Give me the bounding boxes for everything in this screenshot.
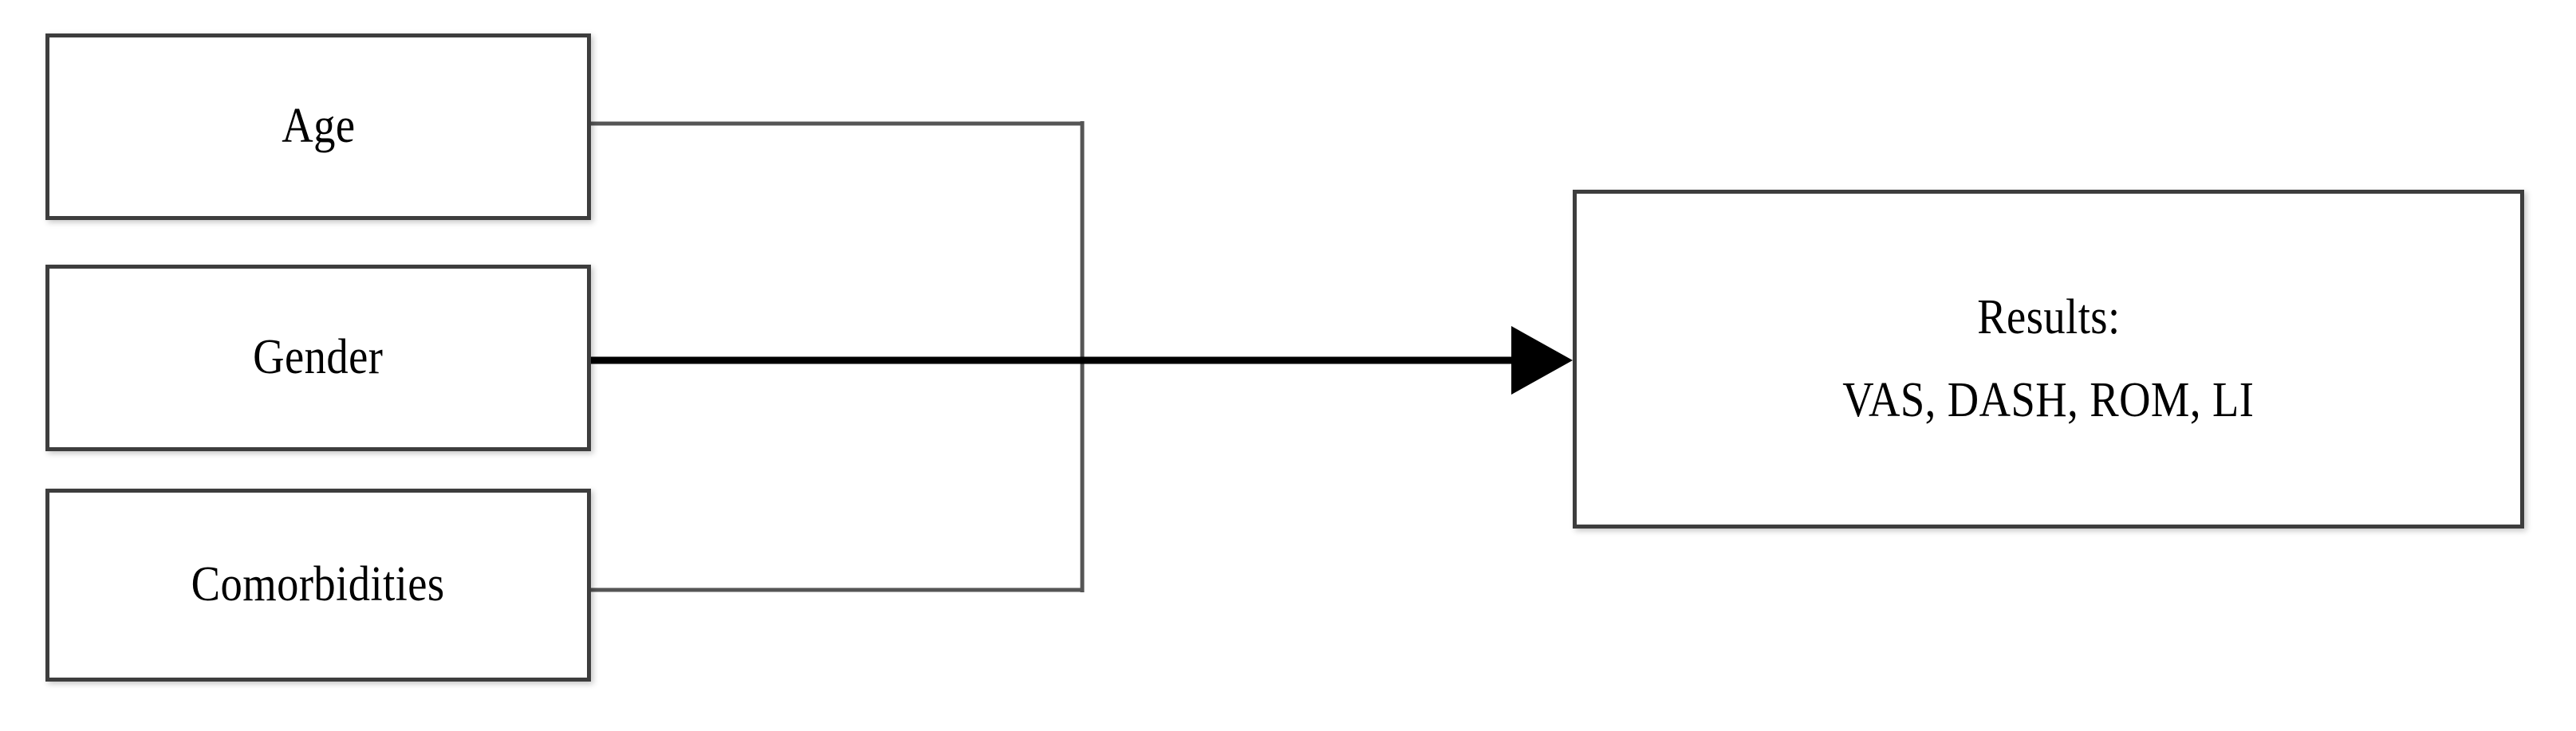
node-gender[interactable]: Gender: [45, 265, 591, 451]
node-comorbidities[interactable]: Comorbidities: [45, 489, 591, 682]
node-age[interactable]: Age: [45, 33, 591, 220]
results-title: Results:: [1976, 290, 2121, 345]
node-results[interactable]: Results: VAS, DASH, ROM, LI: [1573, 190, 2524, 529]
node-gender-label: Gender: [253, 330, 384, 385]
results-measures: VAS, DASH, ROM, LI: [1842, 372, 2255, 427]
node-age-label: Age: [281, 99, 356, 154]
arrowhead-icon: [1511, 326, 1573, 395]
node-comorbidities-label: Comorbidities: [191, 557, 445, 612]
